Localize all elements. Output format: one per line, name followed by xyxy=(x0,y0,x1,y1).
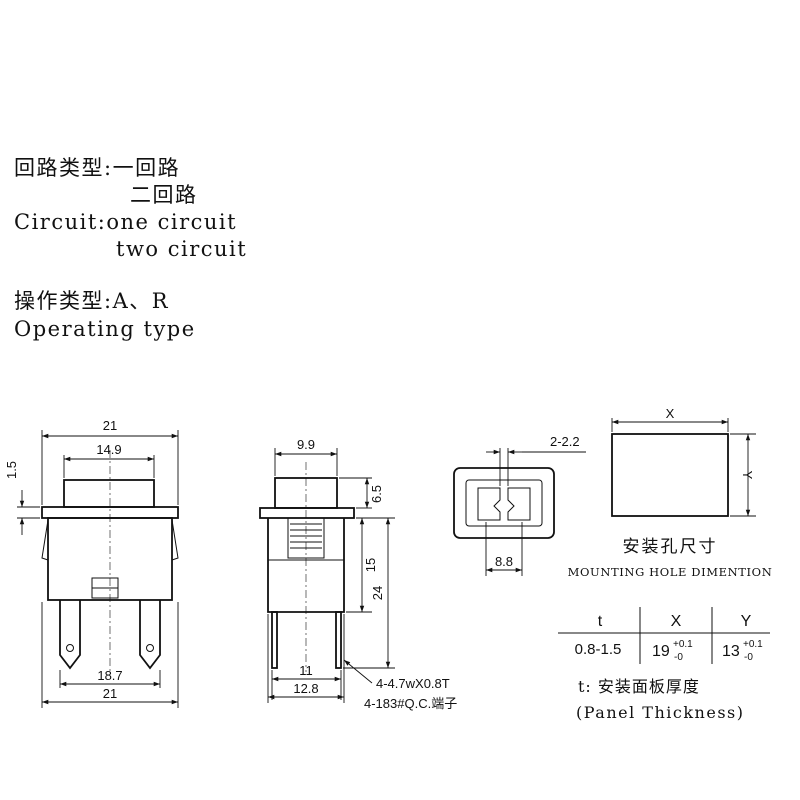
right-latch xyxy=(171,519,179,561)
dim-side-base-inner: 11 xyxy=(299,663,313,678)
circuit-en-line-1: Circuit:one circuit xyxy=(14,209,237,236)
panel-thickness-note-cn: t: 安装面板厚度 xyxy=(578,677,700,696)
dim-front-flange: 1.5 xyxy=(4,461,19,479)
table-header-t: t xyxy=(598,613,603,630)
side-terminal-left xyxy=(271,611,278,669)
table-header-x: X xyxy=(671,613,682,630)
circuit-en-option-2: two circuit xyxy=(116,237,248,261)
table-cell-t: 0.8-1.5 xyxy=(575,641,622,658)
circuit-en-label: Circuit: xyxy=(14,210,107,234)
front-button xyxy=(63,479,155,508)
mounting-hole-rect xyxy=(611,433,729,517)
table-cell-y-tol-minus: -0 xyxy=(744,652,753,663)
mounting-y-label: Y xyxy=(740,471,755,480)
top-inner xyxy=(465,479,543,527)
top-view: 2-2.2 8.8 xyxy=(453,434,586,576)
circuit-en-option-1: one circuit xyxy=(106,210,238,234)
mounting-title-en: MOUNTING HOLE DIMENTION xyxy=(568,565,773,579)
left-latch xyxy=(41,519,49,561)
table-cell-x-tol-plus: +0.1 xyxy=(673,639,693,650)
mounting-hole: X Y 安装孔尺寸 MOUNTING HOLE DIMENTION t X Y … xyxy=(558,406,772,722)
dim-top-width: 8.8 xyxy=(495,554,513,569)
side-view: 9.9 6.5 15 24 11 12.8 4-4.7wX0.8T 4-183#… xyxy=(259,437,457,711)
operating-type-en: Operating type xyxy=(14,317,196,341)
dim-front-button-width: 14.9 xyxy=(96,442,121,457)
panel-thickness-note-en: (Panel Thickness) xyxy=(576,703,745,722)
dim-side-button-height: 6.5 xyxy=(369,485,384,503)
table-cell-x-tol-minus: -0 xyxy=(674,652,683,663)
side-terminal-right xyxy=(335,611,342,669)
dim-side-base-outer: 12.8 xyxy=(293,681,318,696)
circuit-cn-label: 回路类型: xyxy=(14,156,113,180)
mounting-title-cn: 安装孔尺寸 xyxy=(623,537,718,557)
table-cell-y-base: 13 xyxy=(722,643,740,660)
table-header-y: Y xyxy=(741,613,752,630)
circuit-cn-line-1: 回路类型:一回路 xyxy=(14,155,180,182)
side-flange xyxy=(259,507,355,519)
dim-side-total: 24 xyxy=(370,586,385,600)
circuit-cn-option-1: 一回路 xyxy=(112,156,181,180)
contact-right xyxy=(507,487,531,521)
dim-front-bottom-width: 21 xyxy=(103,686,117,701)
operating-type-cn: 操作类型:A、R xyxy=(14,289,170,313)
top-outer xyxy=(453,467,555,539)
contact-left xyxy=(477,487,501,521)
dim-side-top: 9.9 xyxy=(297,437,315,452)
front-view: 21 14.9 1.5 18.7 21 xyxy=(4,418,179,708)
terminal-note-size: 4-4.7wX0.8T xyxy=(376,676,450,691)
mounting-x-label: X xyxy=(666,406,675,421)
front-terminal-left xyxy=(59,600,81,670)
front-terminal-right xyxy=(139,600,161,670)
dim-side-body: 15 xyxy=(363,558,378,572)
table-cell-x-base: 19 xyxy=(652,643,670,660)
circuit-cn-option-2: 二回路 xyxy=(130,183,198,207)
terminal-note-type: 4-183#Q.C.端子 xyxy=(364,696,457,711)
dim-top-gap: 2-2.2 xyxy=(550,434,580,449)
table-cell-y-tol-plus: +0.1 xyxy=(743,639,763,650)
dim-front-top-width: 21 xyxy=(103,418,117,433)
dim-front-terminal-span: 18.7 xyxy=(97,668,122,683)
